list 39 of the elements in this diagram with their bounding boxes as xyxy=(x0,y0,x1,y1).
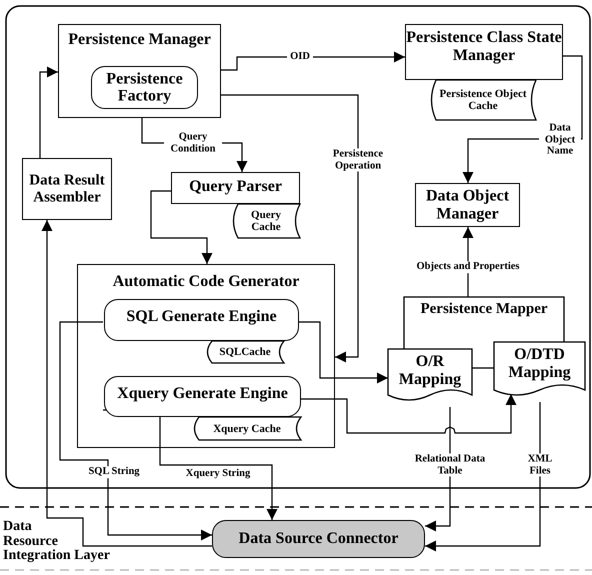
node-label: Persistence Object Cache xyxy=(438,88,528,112)
arrow xyxy=(150,190,212,264)
edge-label: Query Condition xyxy=(164,131,222,155)
node-label: Query Parser xyxy=(188,178,283,196)
node-label: Data Object Manager xyxy=(424,187,510,223)
arrow xyxy=(42,220,212,547)
arrow xyxy=(425,402,541,552)
node-label: Automatic Code Generator xyxy=(112,273,300,291)
container-box xyxy=(77,264,335,448)
component-box xyxy=(405,24,563,80)
node-label: Xquery Cache xyxy=(212,422,282,435)
arrow xyxy=(59,321,212,540)
arrow xyxy=(221,94,359,362)
arrow xyxy=(298,321,388,384)
arrow xyxy=(300,394,516,434)
component-box xyxy=(58,24,221,118)
node-label: Persistence Factory xyxy=(105,70,184,106)
process-box xyxy=(91,66,198,109)
node-label: Xquery Generate Engine xyxy=(116,385,289,403)
cache-shape xyxy=(204,341,284,363)
node-label: Persistence Mapper xyxy=(419,301,549,318)
node-label: O/R Mapping xyxy=(398,353,462,388)
arrow xyxy=(39,66,58,158)
component-box xyxy=(22,158,112,220)
cache-shape xyxy=(230,204,300,238)
node-label: SQL Generate Engine xyxy=(125,308,278,326)
node-label: Persistence Class State Manager xyxy=(406,29,562,64)
node-label: Persistence Manager xyxy=(67,31,212,49)
node-label: SQLCache xyxy=(218,346,272,358)
cache-shape xyxy=(191,417,301,440)
node-label: Data Source Connector xyxy=(238,530,400,548)
component-box xyxy=(415,183,520,227)
connector-box xyxy=(212,520,425,558)
component-box xyxy=(171,172,300,204)
cache-shape xyxy=(428,80,536,120)
layer-label: Data Resource Integration Layer xyxy=(3,520,111,564)
node-label: O/DTD Mapping xyxy=(507,346,572,382)
node-label: Data Result Assembler xyxy=(28,172,106,206)
node-label: Query Cache xyxy=(250,208,282,234)
